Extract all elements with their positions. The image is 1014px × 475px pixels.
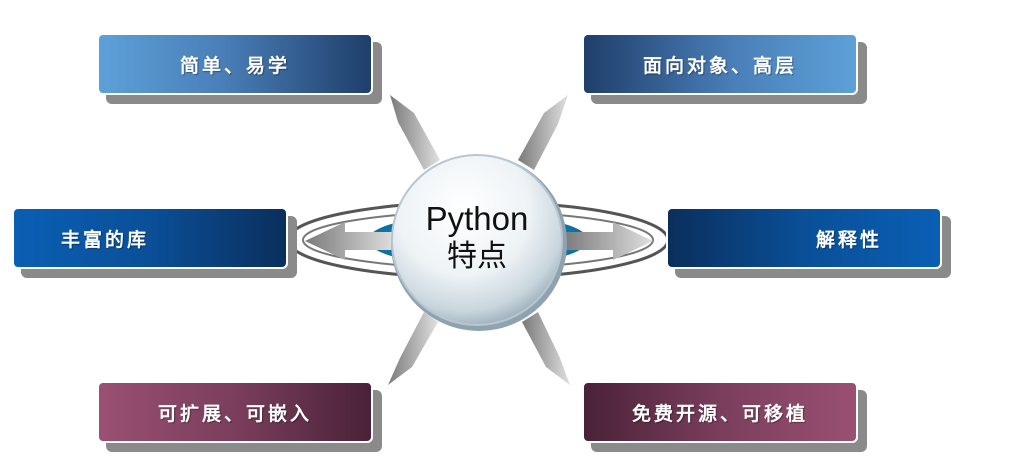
feature-box-object-oriented: 面向对象、高层 bbox=[582, 33, 858, 95]
feature-label: 解释性 bbox=[815, 228, 882, 251]
feature-box-open-source: 免费开源、可移植 bbox=[582, 381, 858, 443]
feature-label: 可扩展、可嵌入 bbox=[157, 402, 312, 425]
feature-box-simple-easy: 简单、易学 bbox=[97, 33, 373, 95]
arrow-left bbox=[305, 222, 395, 260]
center-sphere bbox=[391, 154, 563, 326]
feature-label: 丰富的库 bbox=[60, 228, 149, 251]
feature-box-rich-libraries: 丰富的库 bbox=[12, 207, 288, 269]
arrow-bottom-left bbox=[388, 312, 438, 385]
feature-box-interpreted: 解释性 bbox=[666, 207, 942, 269]
feature-label: 免费开源、可移植 bbox=[631, 402, 808, 425]
arrow-right bbox=[563, 222, 653, 260]
arrow-top-right bbox=[518, 95, 568, 170]
feature-label: 简单、易学 bbox=[179, 54, 290, 77]
feature-label: 面向对象、高层 bbox=[642, 54, 797, 77]
feature-box-extensible: 可扩展、可嵌入 bbox=[97, 381, 373, 443]
arrow-bottom-right bbox=[522, 312, 570, 385]
arrow-top-left bbox=[390, 95, 440, 170]
